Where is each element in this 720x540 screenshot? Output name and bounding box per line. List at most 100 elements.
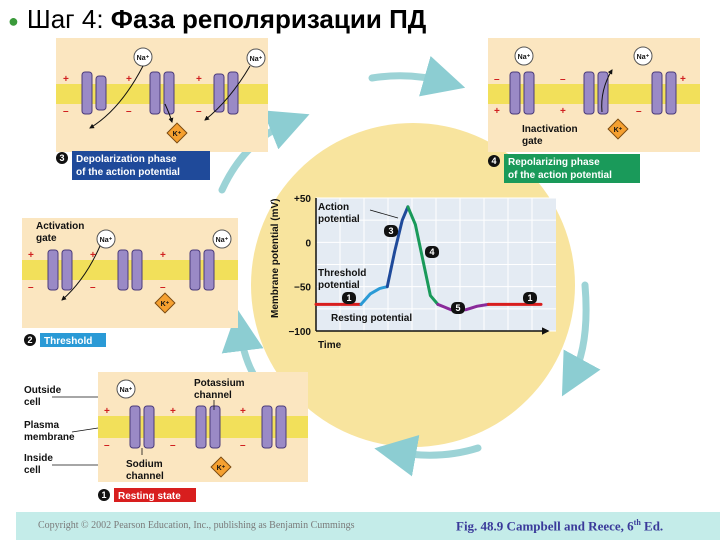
svg-text:Na⁺: Na⁺: [250, 56, 263, 63]
y-tick-label: −100: [288, 327, 311, 338]
footer-band: [16, 512, 720, 540]
ion-channels: [129, 405, 287, 449]
resting-potential-label: Resting potential: [331, 313, 412, 324]
phase-marker: 4: [425, 246, 439, 258]
y-tick-label: −50: [294, 283, 311, 294]
svg-text:+: +: [63, 74, 69, 85]
panel-3-caption: 3 Depolarization phase of the action pot…: [56, 151, 210, 180]
svg-text:+: +: [240, 406, 246, 417]
depolarization-membrane-panel: Na⁺ Na⁺ K⁺ + + + – – –: [56, 38, 268, 152]
figure-reference-text: Fig. 48.9 Campbell and Reece, 6: [456, 518, 634, 534]
potassium-channel-label-line1: Potassium: [194, 378, 245, 389]
resting-membrane-panel: Na⁺ K⁺ + + + – – – Potassium channel Sod…: [98, 372, 308, 482]
chart-y-ticks: +50 0 −50 −100: [288, 194, 311, 338]
inactivation-gate-label-line1: Inactivation: [522, 124, 578, 135]
svg-text:K⁺: K⁺: [217, 465, 226, 472]
na-ion: Na⁺: [133, 47, 153, 67]
inactivation-gate-label-line2: gate: [522, 136, 543, 147]
svg-text:Na⁺: Na⁺: [120, 387, 133, 394]
side-labels: Outside cell Plasma membrane Inside cell: [24, 385, 99, 476]
svg-text:+: +: [560, 106, 566, 117]
sodium-channel-label-line1: Sodium: [126, 459, 163, 470]
panel-1-title: Resting state: [118, 491, 181, 502]
sodium-channel-label-line2: channel: [126, 471, 164, 482]
title-prefix: Шаг 4:: [26, 4, 111, 34]
threshold-label-line2: potential: [318, 280, 360, 291]
svg-text:+: +: [170, 406, 176, 417]
threshold-membrane-panel: Na⁺ Na⁺ K⁺ + + + – – – Activation gate: [22, 218, 238, 328]
k-ion: K⁺: [154, 292, 176, 314]
threshold-label-line1: Threshold: [318, 268, 366, 279]
outside-cell-label-line2: cell: [24, 397, 41, 408]
phase-marker: 1: [523, 292, 537, 304]
k-ion: K⁺: [166, 122, 188, 144]
svg-text:Na⁺: Na⁺: [518, 54, 531, 61]
svg-text:5: 5: [455, 303, 460, 313]
action-potential-label-line2: potential: [318, 214, 360, 225]
activation-gate-label-line2: gate: [36, 233, 57, 244]
svg-text:–: –: [160, 282, 166, 293]
y-tick-label: 0: [305, 238, 311, 249]
y-axis-label: Membrane potential (mV): [270, 199, 281, 318]
svg-text:K⁺: K⁺: [614, 127, 623, 134]
membrane-potential-chart: +50 0 −50 −100 Membrane potential (mV) Time…: [270, 194, 556, 351]
svg-text:K⁺: K⁺: [161, 301, 170, 308]
x-axis-label: Time: [318, 340, 342, 351]
figure-reference: Fig. 48.9 Campbell and Reece, 6th Ed.: [456, 518, 663, 534]
svg-text:+: +: [28, 250, 34, 261]
na-ion: Na⁺: [633, 46, 653, 66]
svg-text:–: –: [28, 282, 34, 293]
svg-text:4: 4: [491, 156, 496, 166]
panel-1-caption: 1 Resting state: [98, 488, 196, 502]
undershoot-segment: [436, 302, 490, 312]
na-ion: Na⁺: [514, 46, 534, 66]
svg-text:–: –: [126, 106, 132, 117]
copyright-notice: Copyright © 2002 Pearson Education, Inc.…: [38, 520, 355, 531]
slide-title: ●Шаг 4: Фаза реполяризации ПД: [8, 4, 426, 35]
depolarization-segment: [385, 205, 410, 289]
panel-4-caption: 4 Repolarizing phase of the action poten…: [488, 154, 640, 183]
svg-text:3: 3: [59, 153, 64, 163]
ion-channels: [509, 71, 677, 115]
activation-gate-label-line1: Activation: [36, 221, 84, 232]
threshold-segment: [359, 285, 389, 306]
figure-reference-suffix: Ed.: [640, 518, 664, 534]
svg-text:–: –: [63, 106, 69, 117]
figure-reference-sup: th: [633, 518, 641, 527]
na-ion: Na⁺: [116, 379, 136, 399]
svg-text:–: –: [560, 74, 566, 85]
na-ion: Na⁺: [246, 48, 266, 68]
k-ion: K⁺: [210, 456, 232, 478]
na-ion: Na⁺: [96, 229, 116, 249]
svg-text:–: –: [104, 440, 110, 451]
svg-text:+: +: [196, 74, 202, 85]
panel-4-title-line2: of the action potential: [508, 170, 612, 181]
phase-marker: 1: [342, 292, 356, 304]
svg-text:Na⁺: Na⁺: [137, 55, 150, 62]
outside-cell-label-line1: Outside: [24, 385, 62, 396]
ion-channels: [47, 249, 215, 291]
svg-text:–: –: [90, 282, 96, 293]
y-tick-label: +50: [294, 194, 311, 205]
svg-text:+: +: [90, 250, 96, 261]
bullet-icon: ●: [8, 10, 19, 31]
repolarization-segment: [406, 205, 440, 306]
chart-series: [314, 205, 543, 312]
svg-text:–: –: [636, 106, 642, 117]
na-ion: Na⁺: [212, 229, 232, 249]
plasma-membrane-label-line1: Plasma: [24, 420, 59, 431]
svg-text:Na⁺: Na⁺: [637, 54, 650, 61]
svg-text:K⁺: K⁺: [173, 131, 182, 138]
svg-text:3: 3: [388, 226, 393, 236]
svg-text:–: –: [240, 440, 246, 451]
inside-cell-label-line1: Inside: [24, 453, 53, 464]
phase-marker: 5: [451, 302, 465, 314]
svg-text:Na⁺: Na⁺: [100, 237, 113, 244]
svg-text:4: 4: [429, 247, 434, 257]
action-potential-leader: [369, 209, 399, 219]
svg-text:+: +: [680, 74, 686, 85]
svg-text:–: –: [196, 106, 202, 117]
svg-text:+: +: [160, 250, 166, 261]
svg-text:+: +: [126, 74, 132, 85]
